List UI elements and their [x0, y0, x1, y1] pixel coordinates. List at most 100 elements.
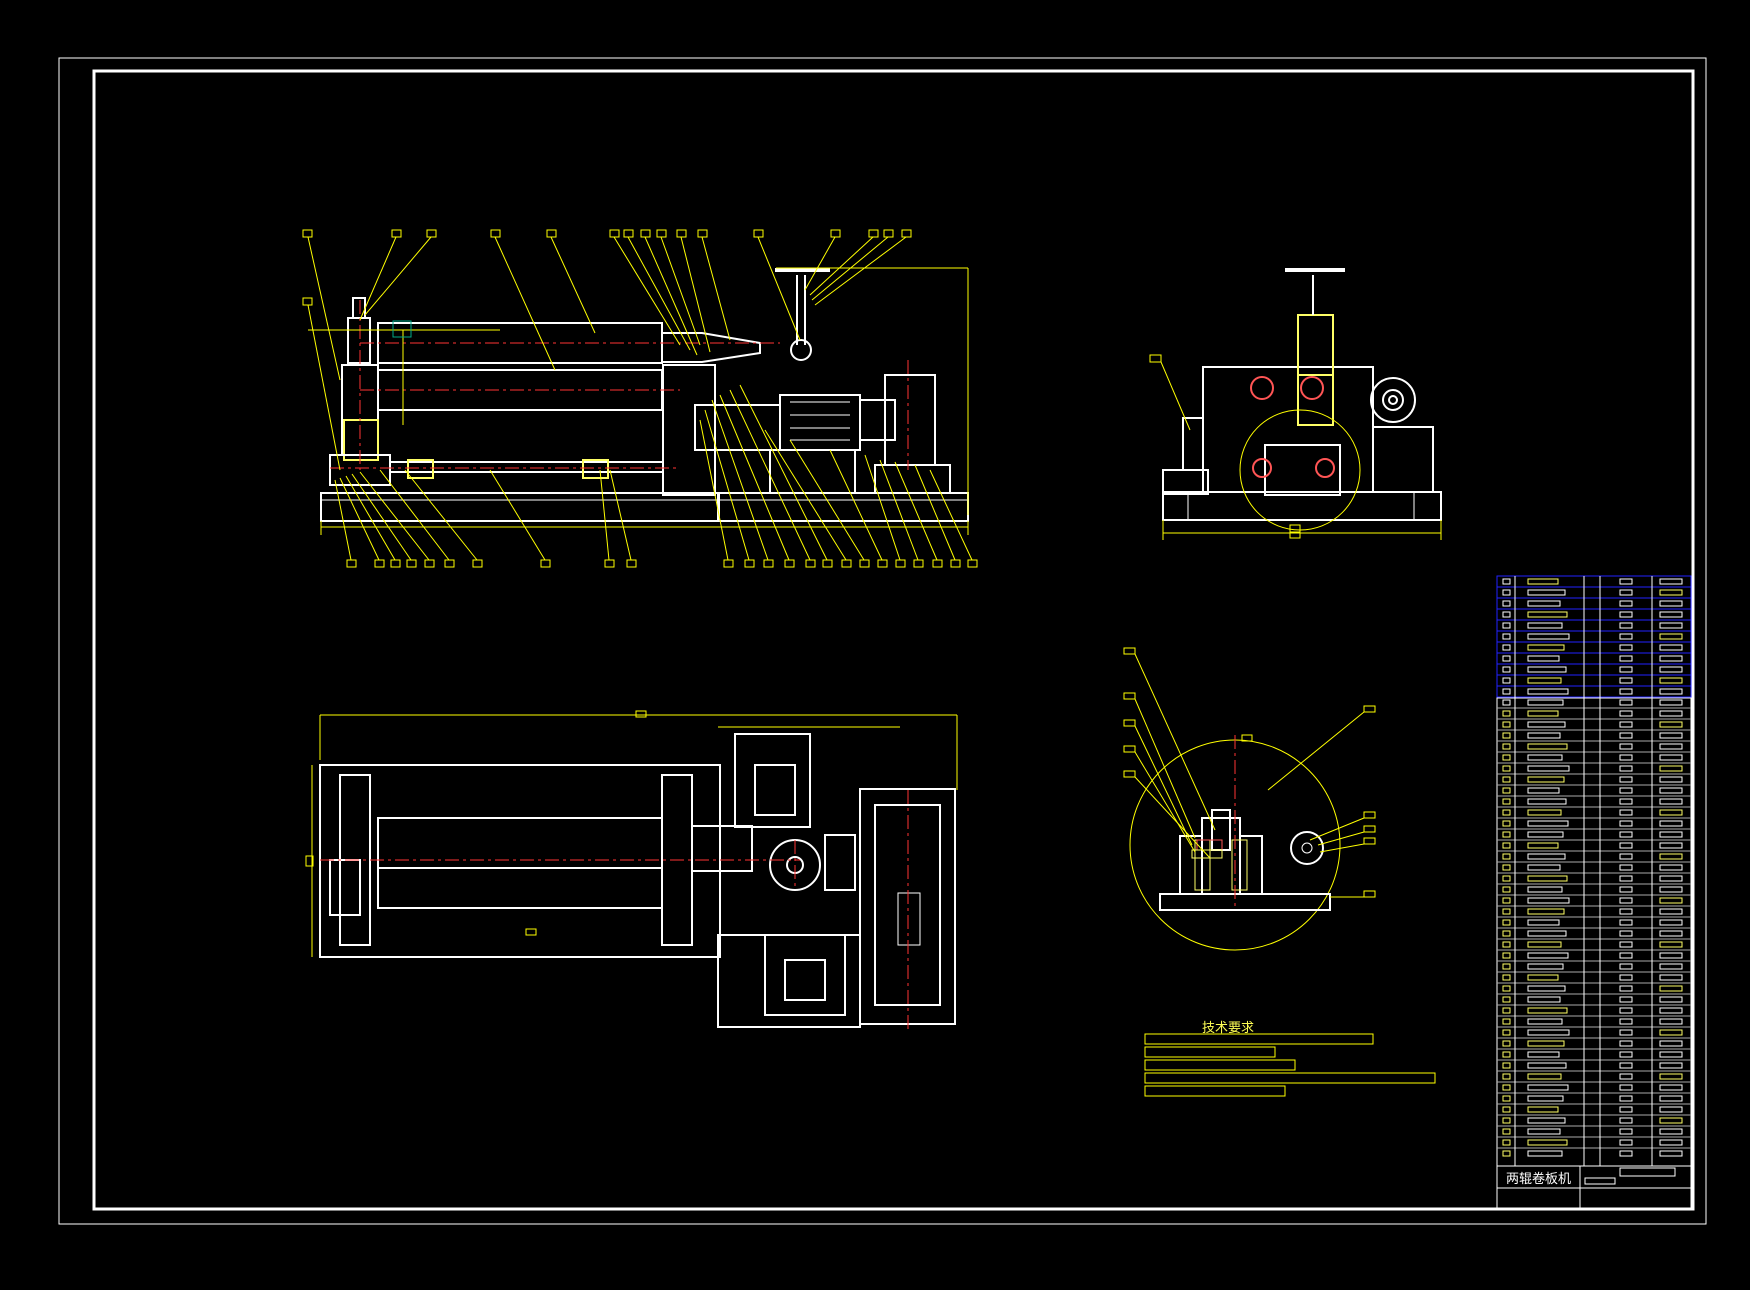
bom-cell-index: [1502, 897, 1511, 904]
bom-cell-material: [1659, 831, 1683, 838]
bom-cell-name: [1527, 930, 1567, 937]
bom-cell-index: [1502, 677, 1511, 684]
bom-cell-name: [1527, 842, 1559, 849]
title-block-name: 两辊卷板机: [1506, 1172, 1572, 1187]
bom-cell-material: [1659, 743, 1683, 750]
bom-cell-qty: [1619, 1073, 1633, 1080]
bom-cell-material: [1659, 1040, 1683, 1047]
bom-cell-material: [1659, 677, 1683, 684]
bom-cell-qty: [1619, 776, 1633, 783]
bom-cell-index: [1502, 963, 1511, 970]
bom-cell-name: [1527, 633, 1570, 640]
bom-cell-qty: [1619, 611, 1633, 618]
bom-cell-qty: [1619, 1128, 1633, 1135]
bom-cell-name: [1527, 820, 1569, 827]
bom-cell-material: [1659, 1128, 1683, 1135]
bom-cell-material: [1659, 589, 1683, 596]
bom-cell-name: [1527, 1040, 1565, 1047]
bom-cell-name: [1527, 776, 1565, 783]
top-view-centerlines: [320, 790, 909, 1030]
bom-cell-name: [1527, 996, 1561, 1003]
bom-cell-index: [1502, 974, 1511, 981]
bom-cell-material: [1659, 974, 1683, 981]
bom-cell-name: [1527, 1095, 1564, 1102]
bom-cell-index: [1502, 589, 1511, 596]
bom-cell-name: [1527, 1073, 1562, 1080]
bom-cell-name: [1527, 732, 1561, 739]
front-view-leaders-bottom: [334, 384, 978, 568]
bom-cell-index: [1502, 688, 1511, 695]
bom-cell-material: [1659, 963, 1683, 970]
detail-view-leaders: [1123, 647, 1376, 898]
bom-cell-name: [1527, 908, 1565, 915]
bom-cell-material: [1659, 941, 1683, 948]
bom-cell-index: [1502, 952, 1511, 959]
bom-cell-material: [1659, 809, 1683, 816]
bom-cell-index: [1502, 1062, 1511, 1069]
bom-cell-material: [1659, 897, 1683, 904]
bom-cell-qty: [1619, 820, 1633, 827]
bom-cell-qty: [1619, 589, 1633, 596]
front-view-leaders-top: [302, 229, 912, 471]
bom-cell-index: [1502, 721, 1511, 728]
bom-cell-index: [1502, 1051, 1511, 1058]
bom-cell-name: [1527, 677, 1562, 684]
bom-cell-name: [1527, 787, 1560, 794]
bom-cell-index: [1502, 1007, 1511, 1014]
bom-cell-name: [1527, 1007, 1568, 1014]
bom-cell-material: [1659, 853, 1683, 860]
bom-cell-qty: [1619, 831, 1633, 838]
bom-cell-material: [1659, 1084, 1683, 1091]
bom-cell-name: [1527, 952, 1569, 959]
bom-rows: [1497, 575, 1691, 1157]
bom-cell-qty: [1619, 732, 1633, 739]
bom-cell-name: [1527, 1139, 1568, 1146]
bom-cell-index: [1502, 809, 1511, 816]
bom-cell-name: [1527, 798, 1567, 805]
bom-cell-qty: [1619, 1095, 1633, 1102]
bom-cell-name: [1527, 611, 1568, 618]
bom-cell-material: [1659, 930, 1683, 937]
bom-cell-qty: [1619, 919, 1633, 926]
bom-cell-qty: [1619, 864, 1633, 871]
bom-cell-name: [1527, 754, 1563, 761]
bom-cell-material: [1659, 919, 1683, 926]
bom-cell-index: [1502, 1095, 1511, 1102]
bom-cell-index: [1502, 787, 1511, 794]
bom-cell-material: [1659, 732, 1683, 739]
outer-border: [58, 57, 1707, 1225]
bom-cell-qty: [1619, 765, 1633, 772]
bom-cell-qty: [1619, 1084, 1633, 1091]
bom-cell-name: [1527, 688, 1569, 695]
bom-cell-qty: [1619, 1117, 1633, 1124]
bom-cell-qty: [1619, 996, 1633, 1003]
front-view: [320, 268, 969, 522]
bom-cell-qty: [1619, 941, 1633, 948]
bom-cell-qty: [1619, 1062, 1633, 1069]
bom-cell-material: [1659, 1051, 1683, 1058]
bom-cell-material: [1659, 875, 1683, 882]
bom-cell-qty: [1619, 633, 1633, 640]
bom-cell-qty: [1619, 721, 1633, 728]
bom-cell-name: [1527, 1128, 1561, 1135]
bom-cell-material: [1659, 842, 1683, 849]
bom-cell-index: [1502, 941, 1511, 948]
bom-cell-index: [1502, 908, 1511, 915]
bom-cell-name: [1527, 666, 1567, 673]
bom-cell-qty: [1619, 743, 1633, 750]
bom-cell-material: [1659, 578, 1683, 585]
bom-cell-name: [1527, 1018, 1563, 1025]
bom-cell-index: [1502, 754, 1511, 761]
bom-cell-name: [1527, 743, 1568, 750]
bom-cell-qty: [1619, 1051, 1633, 1058]
bom-cell-qty: [1619, 952, 1633, 959]
bom-cell-qty: [1619, 886, 1633, 893]
bom-cell-index: [1502, 611, 1511, 618]
bom-cell-index: [1502, 622, 1511, 629]
bom-cell-material: [1659, 1073, 1683, 1080]
bom-cell-index: [1502, 919, 1511, 926]
bom-cell-index: [1502, 985, 1511, 992]
bom-cell-name: [1527, 765, 1570, 772]
bom-cell-name: [1527, 655, 1560, 662]
bom-cell-name: [1527, 886, 1563, 893]
